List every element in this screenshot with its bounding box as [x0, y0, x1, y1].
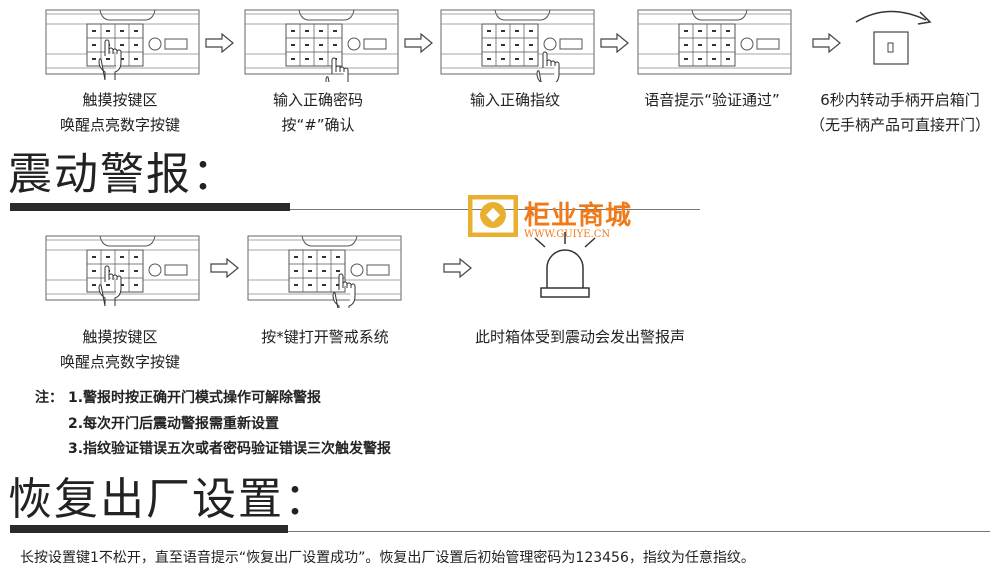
- caption-line: 语音提示“验证通过”: [644, 91, 780, 109]
- rotate-handle-icon: [855, 10, 932, 65]
- section-rule-thin: [288, 531, 990, 532]
- watermark-name: 柜业商城: [524, 201, 633, 231]
- section-title-reset: 恢复出厂设置：: [8, 474, 330, 525]
- note-item: 1.警报时按正确开门模式操作可解除警报: [68, 390, 322, 406]
- caption-line: 按“#”确认: [281, 116, 355, 134]
- alarm-caption-arm: 按*键打开警戒系统: [225, 325, 425, 350]
- arrow-right-icon: [205, 32, 235, 54]
- caption-line: 此时箱体受到震动会发出警报声: [474, 328, 685, 346]
- arrow-right-icon: [812, 32, 842, 54]
- caption-line: 触摸按键区: [82, 328, 158, 346]
- alarm-light-icon: [534, 232, 596, 298]
- step-caption-fingerprint: 输入正确指纹: [415, 88, 615, 113]
- alarm-caption-touch: 触摸按键区唤醒点亮数字按键: [20, 325, 220, 375]
- caption-line: 触摸按键区: [82, 91, 158, 109]
- arrow-right-icon: [600, 32, 630, 54]
- arrow-right-icon: [443, 257, 473, 279]
- safe-panel-verified: [637, 4, 792, 82]
- caption-line: 输入正确指纹: [469, 91, 560, 109]
- note-item: 3.指纹验证错误五次或者密码验证错误三次触发警报: [68, 441, 392, 457]
- caption-line: 唤醒点亮数字按键: [59, 353, 180, 371]
- step-caption-open: 6秒内转动手柄开启箱门 （无手柄产品可直接开门）: [790, 88, 1000, 138]
- safe-panel-touch-alarm: [45, 230, 200, 308]
- watermark-logo: 柜业商城 WWW.GUIYE.CN: [468, 195, 658, 245]
- arrow-right-icon: [404, 32, 434, 54]
- step-caption-verified: 语音提示“验证通过”: [612, 88, 812, 113]
- caption-line: （无手柄产品可直接开门）: [809, 116, 990, 134]
- arrow-right-icon: [210, 257, 240, 279]
- note-item: 2.每次开门后震动警报需重新设置: [68, 416, 280, 432]
- caption-line: 唤醒点亮数字按键: [59, 116, 180, 134]
- reset-instructions: 长按设置键1不松开，直至语音提示“恢复出厂设置成功”。恢复出厂设置后初始管理密码…: [20, 550, 755, 566]
- safe-panel-touch: [45, 4, 200, 82]
- safe-panel-arm: [247, 230, 402, 315]
- caption-line: 按*键打开警戒系统: [261, 328, 389, 346]
- section-rule: [10, 203, 290, 211]
- caption-line: 6秒内转动手柄开启箱门: [820, 91, 980, 109]
- notes-label: 注：: [35, 390, 63, 406]
- section-title-vibration: 震动警报：: [8, 149, 238, 200]
- watermark-url: WWW.GUIYE.CN: [524, 229, 611, 240]
- step-caption-password: 输入正确密码按“#”确认: [218, 88, 418, 138]
- coin-logo-icon: [468, 195, 518, 237]
- caption-line: 输入正确密码: [272, 91, 363, 109]
- step-caption-touch: 触摸按键区唤醒点亮数字按键: [20, 88, 220, 138]
- safe-panel-fingerprint: [440, 4, 595, 93]
- section-rule: [10, 525, 288, 533]
- safe-panel-password: [244, 4, 399, 99]
- alarm-caption-sound: 此时箱体受到震动会发出警报声: [440, 325, 720, 350]
